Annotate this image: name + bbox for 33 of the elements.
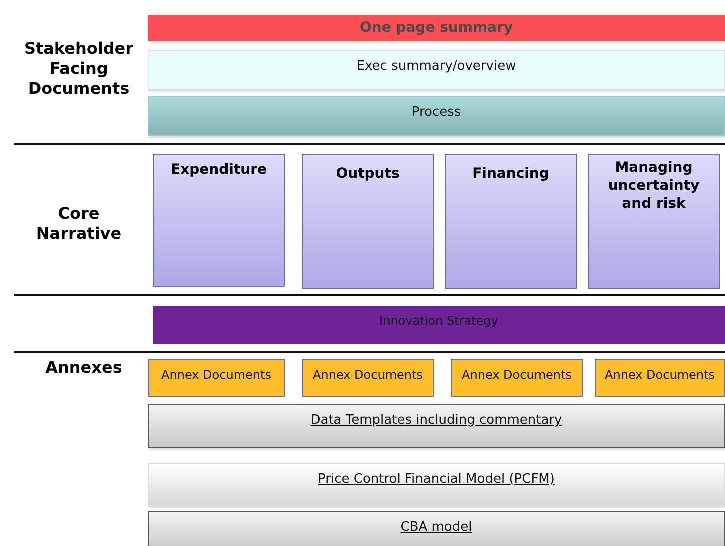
box-text: Annex Documents	[162, 367, 272, 383]
box-text: CBA model	[400, 519, 472, 536]
summary-bar	[148, 15, 725, 41]
model-bar	[148, 511, 725, 546]
box-text: Outputs	[336, 165, 400, 183]
summary-bar	[148, 50, 725, 90]
process-bar	[148, 96, 725, 136]
box-text: Process	[412, 104, 462, 121]
box-text: Annex Documents	[313, 367, 423, 383]
box-text: Annex Documents	[462, 367, 572, 383]
section-heading: Stakeholder Facing Documents	[23, 39, 135, 99]
box-text: Data Templates including commentary	[310, 412, 562, 429]
annex-card	[595, 359, 725, 397]
annex-card	[451, 359, 583, 397]
narrative-card	[588, 154, 720, 289]
box-text: Expenditure	[171, 161, 267, 179]
annex-card	[302, 359, 434, 397]
box-text: Innovation Strategy	[380, 313, 498, 329]
strategy-bar	[153, 306, 725, 344]
narrative-card	[445, 154, 577, 289]
box-text: Annex Documents	[605, 367, 715, 383]
box-text: Exec summary/overview	[356, 58, 516, 75]
narrative-card	[302, 154, 434, 289]
model-bar	[148, 404, 725, 448]
box-text: One page summary	[360, 19, 514, 37]
box-text: Price Control Financial Model (PCFM)	[318, 471, 555, 488]
annex-card	[148, 359, 285, 397]
narrative-card	[153, 154, 285, 287]
section-heading: Core Narrative	[35, 204, 123, 244]
model-bar	[148, 463, 725, 506]
box-text: Managing uncertainty and risk	[607, 159, 701, 213]
section-heading: Annexes	[44, 358, 124, 378]
box-text: Financing	[472, 165, 550, 183]
